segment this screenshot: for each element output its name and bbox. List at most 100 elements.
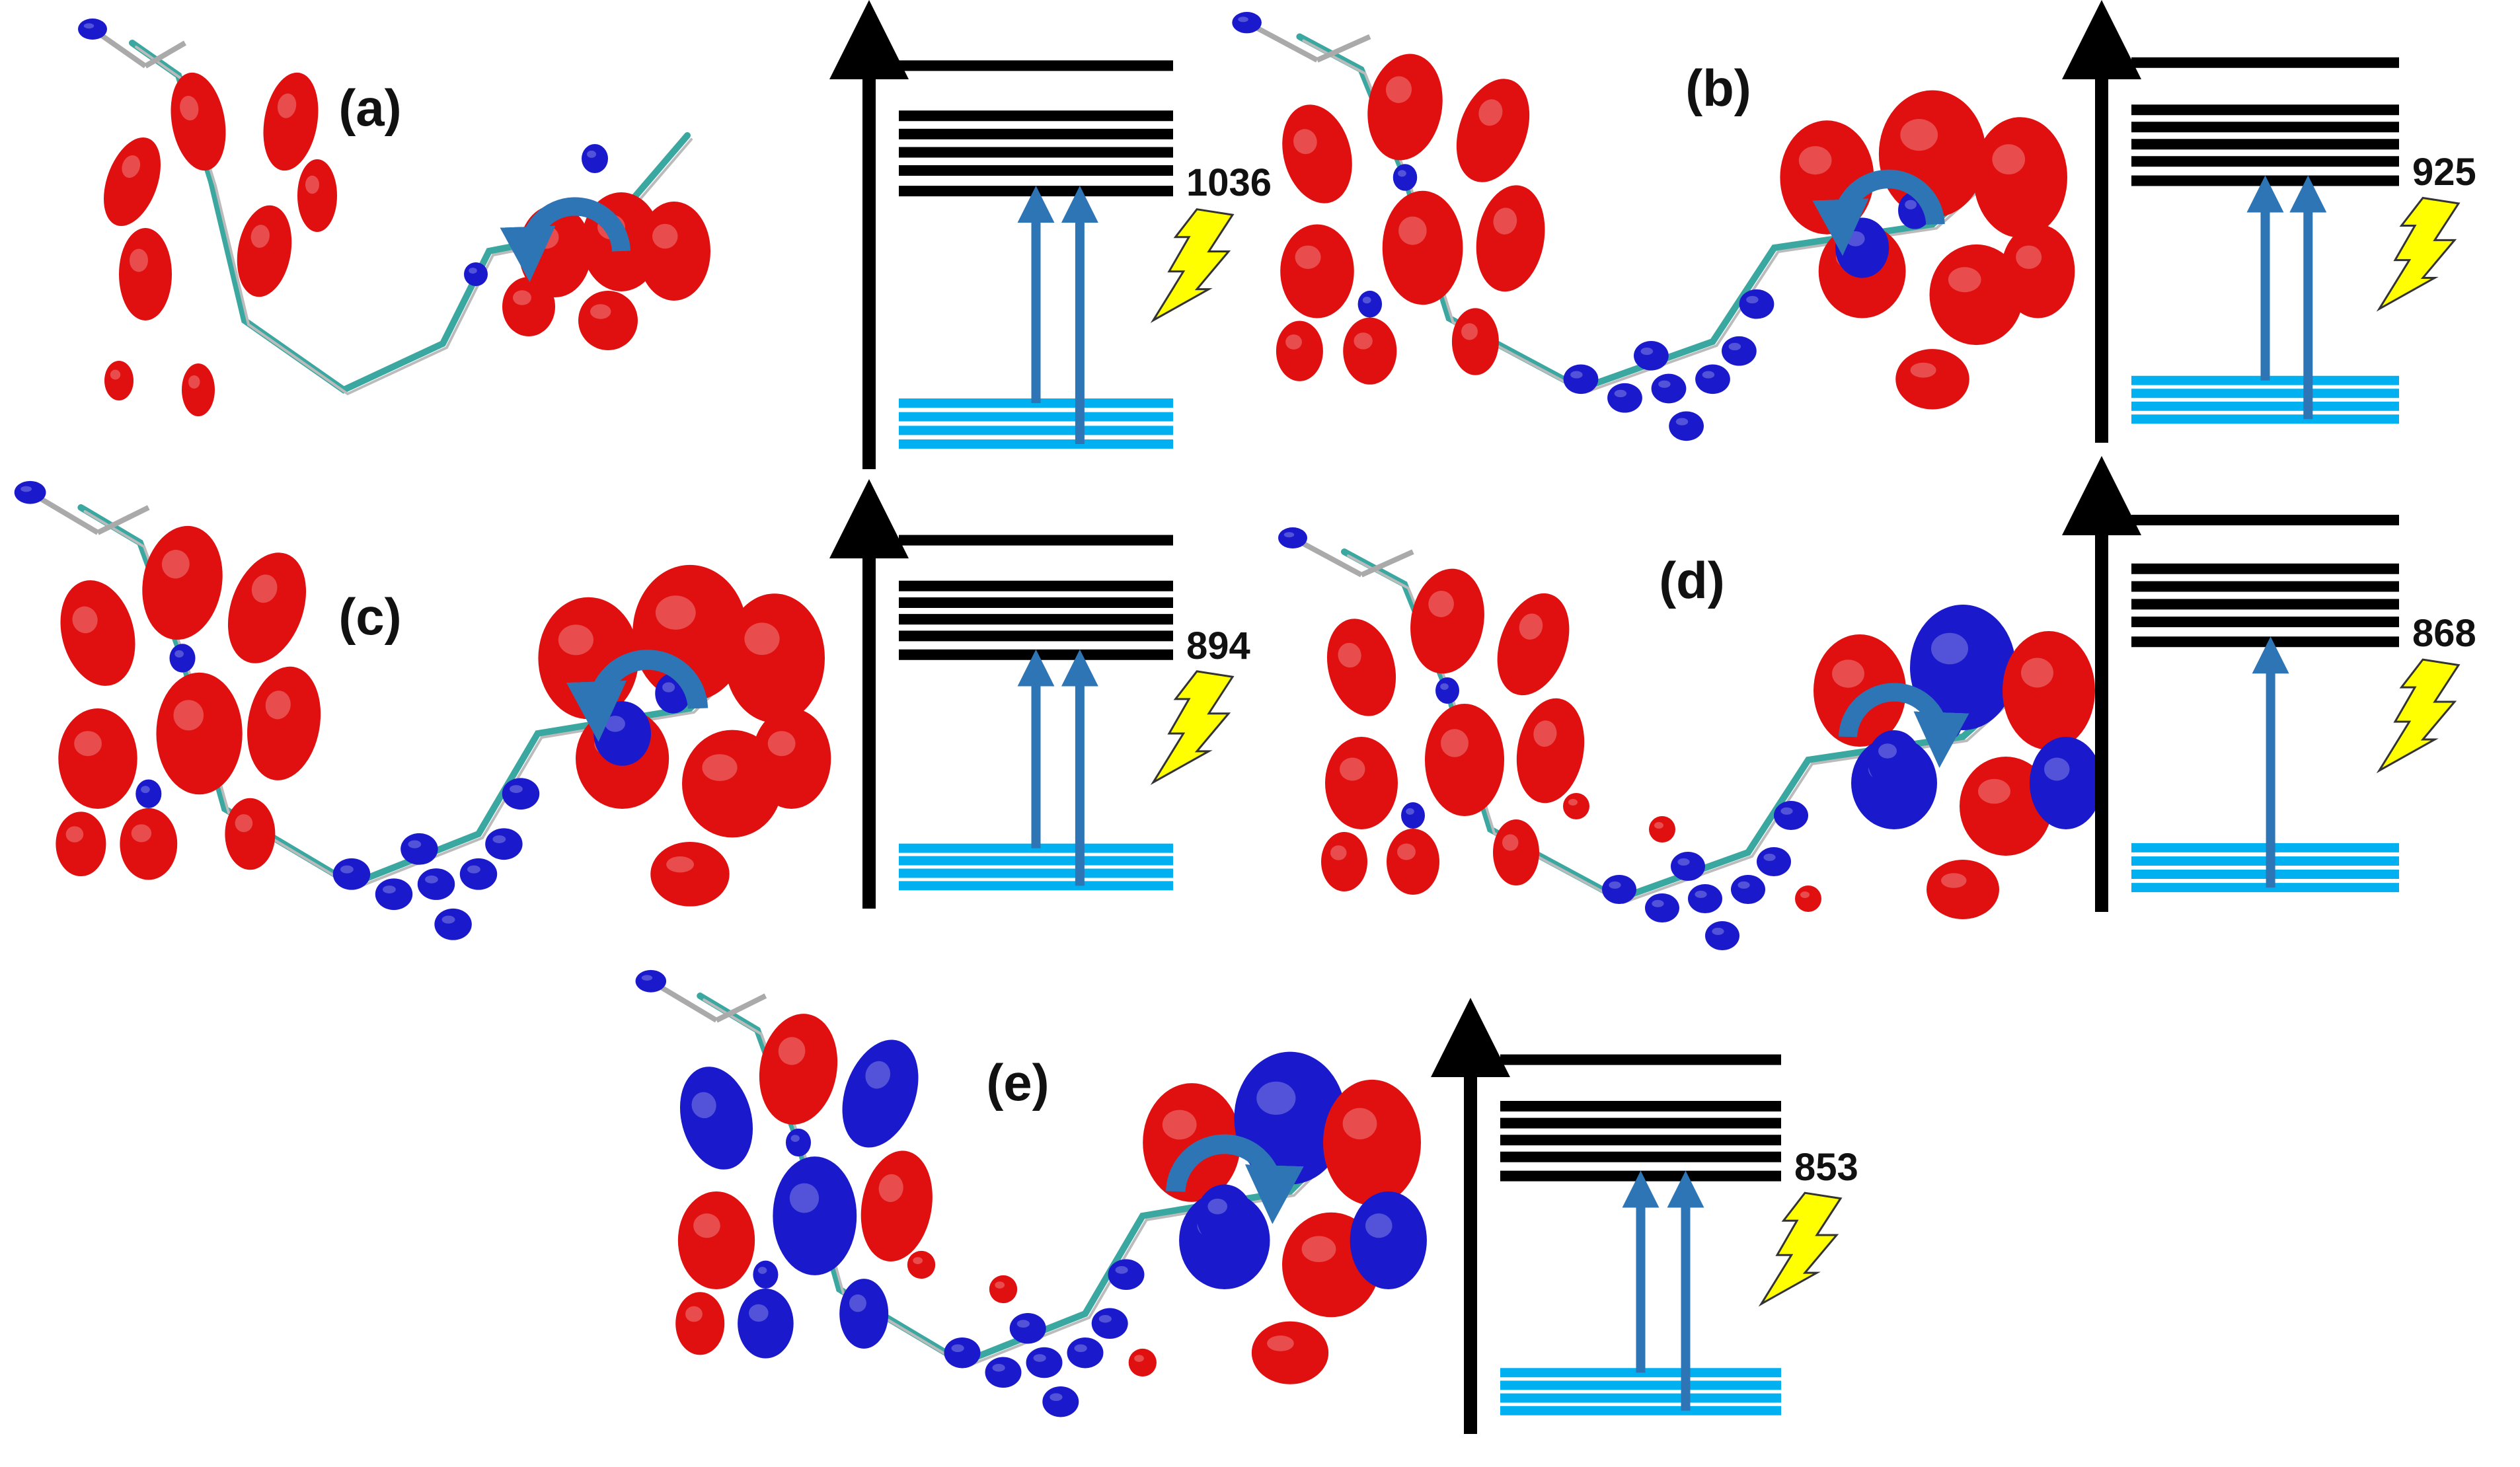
orbital-lobe (1868, 730, 1921, 790)
orbital-lobe (502, 277, 555, 336)
orbital-lobe (1929, 244, 2024, 346)
orbital-lobe (297, 159, 337, 232)
panel-labels: (a)(b)(c)(d)(e) (338, 59, 1751, 1111)
orbital-lobe (104, 137, 161, 227)
orbital-lobe (1091, 1308, 1128, 1339)
lightning-icon (2376, 196, 2461, 312)
molecule-a (78, 19, 710, 416)
nitro-lobe (78, 19, 107, 40)
orbital-lobe (502, 778, 540, 810)
orbital-lobe (182, 363, 215, 416)
orbital-lobe (1688, 884, 1722, 913)
orbital-lobe (675, 1292, 725, 1355)
orbital-lobe (753, 1260, 779, 1289)
orbital-lobe (1649, 816, 1675, 843)
orbital-lobe (679, 1067, 753, 1170)
orbital-lobe (1343, 317, 1397, 385)
molecule-e (635, 969, 1427, 1417)
orbital-lobe (225, 798, 276, 870)
charge-transfer-arrow (1166, 1134, 1304, 1224)
orbital-lobe (738, 1288, 794, 1359)
orbital-lobe (1814, 634, 1906, 747)
orbital-lobe (401, 833, 438, 865)
orbital-lobe (751, 708, 831, 809)
orbital-lobe (263, 72, 319, 171)
orbital-lobe (1739, 289, 1775, 319)
orbital-lobe (1757, 847, 1791, 876)
orbital-lobe (156, 672, 243, 795)
orbital-lobe (1973, 117, 2067, 238)
orbital-lobe (1493, 819, 1539, 885)
energy-diagram-d: 868 (2062, 456, 2476, 912)
orbital-lobe (417, 868, 455, 900)
lightning-icon (1758, 1191, 1843, 1307)
orbital-lobe (1401, 802, 1425, 829)
orbital-lobe (638, 202, 710, 301)
orbital-lobe (1251, 1321, 1329, 1384)
orbital-lobe (119, 228, 172, 320)
orbital-lobe (650, 841, 730, 907)
charge-transfer-arrow (1839, 683, 1969, 768)
orbital-lobe (1774, 801, 1808, 830)
molecule-c (14, 480, 831, 940)
excitation-energy-label: 894 (1186, 624, 1250, 667)
panel-label-e: (e) (986, 1053, 1049, 1111)
charge-transfer-arrow (566, 650, 708, 742)
orbital-lobe (434, 908, 472, 940)
orbital-lobe (578, 291, 638, 350)
orbital-lobe (1067, 1337, 1104, 1369)
orbital-lobe (464, 262, 488, 286)
molecule-renderings (14, 11, 2102, 1417)
orbital-lobe (785, 1128, 812, 1157)
orbital-lobe (842, 1039, 919, 1148)
nitro-lobe (1232, 11, 1262, 34)
orbital-lobe (907, 1250, 936, 1279)
orbital-lobe (1927, 860, 1999, 919)
orbital-lobe (860, 1150, 933, 1261)
orbital-lobe (1563, 364, 1599, 395)
orbital-lobe (582, 144, 608, 173)
orbital-lobe (839, 1279, 889, 1349)
lightning-icon (2376, 658, 2461, 774)
orbital-lobe (1910, 605, 2016, 730)
orbital-lobe (2030, 737, 2102, 829)
orbital-lobe (1476, 185, 1545, 292)
orbital-lobe (1325, 737, 1398, 829)
panel-label-d: (d) (1659, 551, 1725, 609)
orbital-lobe (1651, 373, 1687, 404)
orbital-lobe (1026, 1347, 1063, 1378)
orbital-lobe (120, 808, 178, 880)
orbital-lobe (1196, 1184, 1253, 1248)
orbital-lobe (1456, 79, 1530, 182)
lightning-icon (1150, 208, 1235, 323)
orbital-lobe (1695, 364, 1730, 395)
orbital-lobe (1321, 832, 1367, 891)
orbital-lobe (135, 779, 162, 808)
panel-label-a: (a) (338, 79, 401, 137)
orbital-lobe (1671, 852, 1705, 881)
energy-diagram-a: 1036 (829, 0, 1272, 469)
orbital-lobe (1387, 829, 1439, 895)
orbital-lobe (1276, 320, 1323, 381)
orbital-lobe (1634, 340, 1669, 371)
orbital-lobe (142, 525, 223, 640)
orbital-lobe (1602, 875, 1636, 904)
excitation-energy-label: 853 (1794, 1146, 1858, 1189)
orbital-lobe (1435, 677, 1459, 704)
orbital-lobe (1367, 54, 1443, 161)
orbital-lobe (773, 1156, 857, 1275)
orbital-lobe (1326, 619, 1396, 716)
energy-diagram-e: 853 (1431, 998, 1858, 1434)
orbital-lobe (759, 1014, 838, 1125)
orbital-lobe (1393, 164, 1418, 191)
orbital-lobe (1780, 120, 1874, 235)
orbital-lobe (375, 878, 413, 911)
orbital-lobe (944, 1337, 981, 1369)
orbital-lobe (104, 361, 134, 400)
orbital-lobe (724, 593, 825, 723)
orbital-lobe (1497, 593, 1570, 696)
orbital-lobe (60, 580, 135, 686)
charge-transfer-arrow (1812, 169, 1945, 256)
orbital-lobe (1669, 411, 1704, 441)
